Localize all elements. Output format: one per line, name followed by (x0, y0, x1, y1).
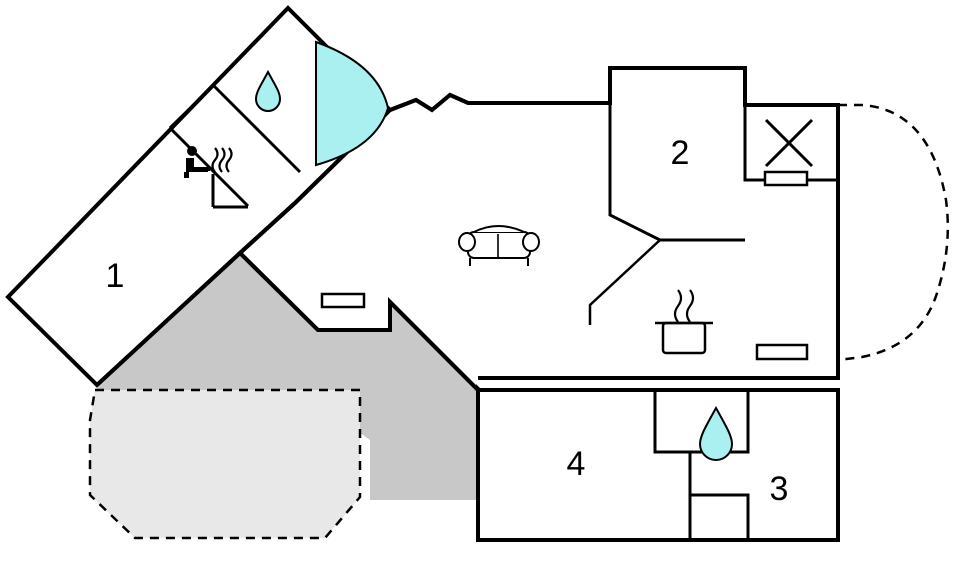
sauna-person-heat-icon (184, 146, 233, 178)
partition-room1-edge (95, 251, 242, 387)
partition-room3-left (690, 493, 750, 540)
terrace-center-fill (95, 253, 478, 500)
room-label-3: 3 (770, 470, 789, 508)
partition-room2-hall (588, 239, 661, 325)
deck-right-dashed (836, 103, 950, 362)
room-label-1: 1 (106, 257, 125, 295)
water-drop-icon-bath (698, 405, 734, 461)
main-body-outline-stroke (389, 66, 747, 113)
main-body-outline-left (237, 108, 480, 392)
main-body-inner-fill (392, 70, 743, 388)
bathtub-icon (315, 40, 390, 167)
sofa-icon (458, 225, 540, 266)
partition-sauna-bath (211, 83, 302, 174)
lower-right-block (476, 388, 840, 542)
cooktop-pot-steam-icon (655, 289, 713, 355)
door-symbol-terrace-right-top (763, 170, 809, 187)
deck-lower-left-dashed (88, 388, 362, 540)
room-label-2: 2 (671, 134, 690, 172)
room-label-4: 4 (567, 445, 586, 483)
partition-room1-top (168, 84, 215, 130)
partition-room2-left (608, 103, 661, 242)
door-symbol-terrace-left (320, 292, 366, 309)
door-symbol-terrace-right-bottom (755, 343, 809, 361)
water-drop-icon (254, 69, 282, 112)
window-cross-icon (764, 118, 814, 168)
main-body-outline-right (478, 103, 840, 380)
